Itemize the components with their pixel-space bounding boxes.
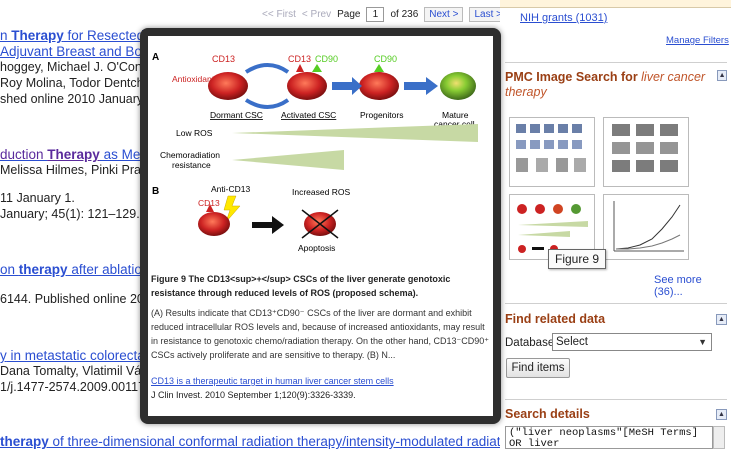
dormant-cell — [208, 72, 248, 100]
progenitor-cell — [359, 72, 399, 100]
activated-csc-label: Activated CSC — [281, 110, 336, 120]
database-select[interactable]: Select ▼ — [552, 333, 712, 351]
last-page-button[interactable]: Last >> — [469, 6, 500, 22]
chevron-down-icon: ▼ — [698, 337, 707, 347]
search-details-textarea[interactable]: ("liver neoplasms"[MeSH Terms] OR liver — [505, 426, 713, 449]
antioxidant-label: Antioxidant — [172, 74, 215, 84]
figure-9-image: A CD13 CD13 CD90 CD90 Antioxidant Dorman… — [152, 52, 478, 253]
figure-preview-popup: A CD13 CD13 CD90 CD90 Antioxidant Dorman… — [140, 28, 501, 424]
caption-title: Figure 9 The CD13<sup>+</sup> CSCs of th… — [151, 274, 451, 298]
cd13-label: CD13 — [288, 54, 311, 64]
search-details-scrollbar[interactable] — [713, 426, 725, 449]
pmc-image-search-title: PMC Image Search for liver cancer therap… — [505, 70, 706, 99]
pmc-image-search-box: PMC Image Search for liver cancer therap… — [505, 70, 727, 100]
page-total: of 236 — [390, 8, 419, 20]
cd90-label: CD90 — [374, 54, 397, 64]
thumbnail-graphic — [517, 204, 588, 253]
nih-grants-link[interactable]: NIH grants (1031) — [520, 12, 608, 24]
search-details-box: Search details ▲ — [505, 407, 727, 421]
image-thumbnail[interactable] — [509, 117, 595, 187]
increased-ros-label: Increased ROS — [292, 187, 350, 197]
thumbnail-graphic — [613, 201, 684, 252]
dormant-csc-label: Dormant CSC — [210, 110, 263, 120]
database-select-value: Select — [556, 336, 588, 348]
figure-preview-content: A CD13 CD13 CD90 CD90 Antioxidant Dorman… — [148, 36, 493, 416]
arrow-icon — [244, 63, 290, 74]
cd13-label: CD13 — [198, 198, 220, 208]
arrow-icon — [252, 216, 284, 234]
next-page-button[interactable]: Next > — [424, 6, 464, 22]
search-details-heading: Search details — [505, 407, 590, 421]
result-title[interactable]: therapy of three-dimensional conformal r… — [0, 434, 500, 449]
cross-icon — [301, 209, 339, 239]
result-authors: Roy Molina, Todor Dentchev, — [0, 76, 160, 90]
arrow-icon — [244, 98, 290, 109]
result-citation: 6144. Published online 2008 Oct — [0, 292, 181, 306]
low-ros-wedge — [232, 124, 478, 142]
divider — [505, 303, 727, 304]
image-thumbnail[interactable] — [603, 117, 689, 187]
divider — [505, 62, 727, 63]
see-more-link[interactable]: See more (36)... — [654, 274, 702, 298]
resistance-wedge — [232, 150, 344, 170]
caption-body: (A) Results indicate that CD13⁺CD90⁻ CSC… — [151, 308, 490, 360]
result-citation: 1/j.1477-2574.2009.00117.x — [0, 380, 155, 394]
panel-b-label: B — [152, 186, 159, 197]
find-related-data-heading: Find related data — [505, 312, 606, 326]
mature-cell — [440, 72, 476, 100]
prev-page-button[interactable]: < Prev — [301, 8, 332, 20]
collapse-icon[interactable]: ▲ — [716, 408, 727, 420]
article-citation: J Clin Invest. 2010 September 1;120(9):3… — [151, 390, 356, 400]
database-label: Database: — [505, 337, 558, 349]
result-authors: Dana Tomalty, Vlatimil Válek — [0, 364, 158, 378]
lightning-icon — [223, 195, 241, 223]
figure-tooltip: Figure 9 — [548, 249, 607, 269]
page-label: Page — [337, 8, 361, 20]
collapse-icon[interactable]: ▲ — [717, 70, 727, 81]
result-authors: hoggey, Michael J. O'Connell, — [0, 60, 165, 74]
cd13-label: CD13 — [212, 54, 235, 64]
target-cell — [198, 212, 230, 236]
find-items-button[interactable]: Find items — [506, 358, 570, 378]
pager: << First < Prev Page 1 of 236 Next > Las… — [262, 6, 500, 22]
thumbnail-graphic — [516, 124, 586, 172]
article-link[interactable]: CD13 is a therapeutic target in human li… — [151, 376, 394, 386]
apoptosis-label: Apoptosis — [298, 243, 335, 253]
page-number-input[interactable]: 1 — [366, 6, 385, 22]
collapse-icon[interactable]: ▲ — [716, 313, 727, 325]
panel-a-label: A — [152, 52, 159, 63]
first-page-button[interactable]: << First — [262, 8, 296, 20]
arrow-icon — [332, 77, 362, 95]
image-thumbnail[interactable] — [603, 194, 689, 260]
arrow-icon — [404, 77, 438, 95]
manage-filters-link[interactable]: Manage Filters — [666, 35, 729, 46]
activated-cell — [287, 72, 327, 100]
find-related-data-box: Find related data ▲ — [505, 312, 727, 326]
figure-caption: Figure 9 The CD13<sup>+</sup> CSCs of th… — [151, 272, 491, 402]
result-title[interactable]: y in metastatic colorectal can — [0, 348, 174, 363]
result-citation: January; 45(1): 121–129. doi: 10 — [0, 207, 181, 221]
divider — [505, 399, 727, 400]
result-authors: Melissa Hilmes, Pinki Prasad, — [0, 163, 165, 177]
thumbnail-graphic — [612, 124, 678, 172]
low-ros-label: Low ROS — [176, 128, 213, 138]
result-citation: 11 January 1. — [0, 191, 75, 205]
cd90-label: CD90 — [315, 54, 338, 64]
anti-cd13-label: Anti-CD13 — [211, 184, 250, 194]
filter-box-edge — [500, 0, 731, 8]
progenitors-label: Progenitors — [360, 110, 403, 120]
